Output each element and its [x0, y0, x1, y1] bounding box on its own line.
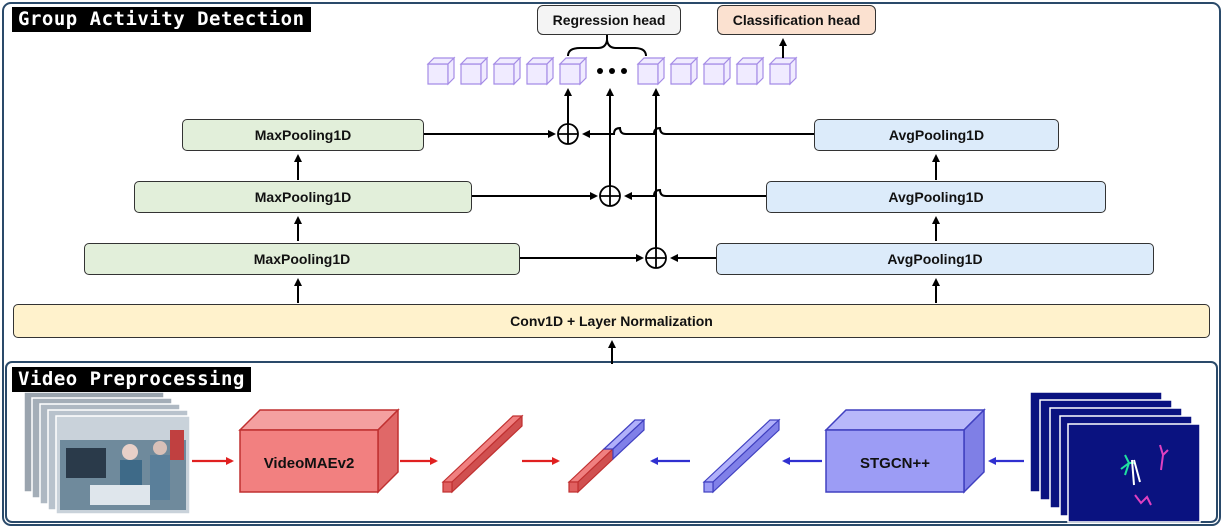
stgcn-label: STGCN++	[860, 455, 930, 472]
conv1d-layernorm-block: Conv1D + Layer Normalization	[13, 304, 1210, 338]
group-activity-title: Group Activity Detection	[12, 7, 311, 32]
pose-frames-image	[1029, 391, 1201, 523]
pyramid-connections	[294, 88, 940, 364]
regression-head: Regression head	[537, 5, 681, 35]
sum-node-bottom	[645, 247, 667, 269]
maxpool-level-2: MaxPooling1D	[134, 181, 472, 213]
token-cube	[636, 56, 666, 86]
video-frames-image	[23, 391, 191, 515]
token-cube	[459, 56, 489, 86]
ellipsis-dots	[597, 68, 627, 74]
token-cube	[702, 56, 732, 86]
token-cube	[735, 56, 765, 86]
regression-brace	[567, 39, 647, 57]
sum-node-top	[557, 123, 579, 145]
avgpool-level-3: AvgPooling1D	[814, 119, 1059, 151]
pose-feature-bar	[702, 418, 781, 494]
conv1d-layernorm-label: Conv1D + Layer Normalization	[510, 313, 713, 329]
classification-head-label: Classification head	[732, 12, 861, 28]
videomae-label: VideoMAEv2	[264, 455, 355, 472]
videomae-block	[238, 408, 400, 494]
token-cube	[492, 56, 522, 86]
token-cube	[669, 56, 699, 86]
stgcn-block	[824, 408, 986, 494]
video-feature-bar	[441, 414, 524, 494]
sum-node-mid	[599, 185, 621, 207]
fused-feature-bar	[567, 418, 646, 494]
regression-head-label: Regression head	[552, 12, 666, 28]
avgpool-level-1: AvgPooling1D	[716, 243, 1154, 275]
maxpool-level-3: MaxPooling1D	[182, 119, 424, 151]
token-cube	[558, 56, 588, 86]
token-sequence	[426, 56, 798, 86]
token-cube	[768, 56, 798, 86]
maxpool-level-1: MaxPooling1D	[84, 243, 520, 275]
token-cube	[525, 56, 555, 86]
classification-head: Classification head	[717, 5, 876, 35]
video-preprocessing-title: Video Preprocessing	[12, 367, 251, 392]
token-cube	[426, 56, 456, 86]
avgpool-level-2: AvgPooling1D	[766, 181, 1106, 213]
